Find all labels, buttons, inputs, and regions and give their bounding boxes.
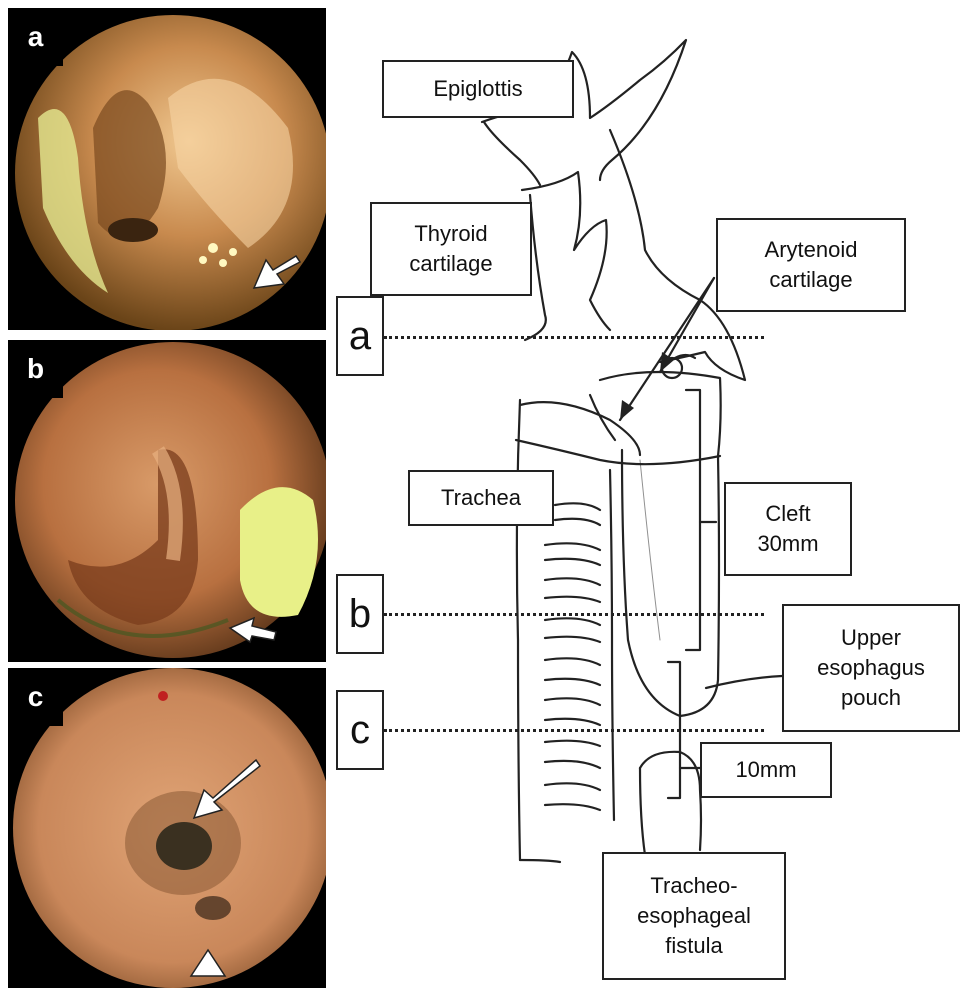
label-epiglottis-text: Epiglottis — [433, 74, 522, 104]
label-cleft-line2: 30mm — [757, 529, 818, 559]
level-marker-b: b — [336, 574, 384, 654]
label-arytenoid-line2: cartilage — [769, 265, 852, 295]
label-10mm-text: 10mm — [735, 755, 796, 785]
label-tef-line1: Tracheo- — [650, 871, 737, 901]
label-tef-line3: fistula — [665, 931, 722, 961]
label-arytenoid-line1: Arytenoid — [765, 235, 858, 265]
label-trachea: Trachea — [408, 470, 554, 526]
level-line-b — [384, 613, 764, 616]
label-upper-esophagus-pouch: Upper esophagus pouch — [782, 604, 960, 732]
label-upper-line2: esophagus — [817, 653, 925, 683]
level-marker-a: a — [336, 296, 384, 376]
label-trachea-text: Trachea — [441, 483, 521, 513]
level-line-c — [384, 729, 764, 732]
label-epiglottis: Epiglottis — [382, 60, 574, 118]
label-10mm: 10mm — [700, 742, 832, 798]
label-arytenoid-cartilage: Arytenoid cartilage — [716, 218, 906, 312]
label-thyroid-cartilage: Thyroid cartilage — [370, 202, 532, 296]
label-cleft-line1: Cleft — [765, 499, 810, 529]
label-cleft: Cleft 30mm — [724, 482, 852, 576]
label-upper-line3: pouch — [841, 683, 901, 713]
label-tef-line2: esophageal — [637, 901, 751, 931]
level-line-a — [384, 336, 764, 339]
label-thyroid-line1: Thyroid — [414, 219, 487, 249]
label-upper-line1: Upper — [841, 623, 901, 653]
label-thyroid-line2: cartilage — [409, 249, 492, 279]
label-tracheoesophageal-fistula: Tracheo- esophageal fistula — [602, 852, 786, 980]
level-marker-c: c — [336, 690, 384, 770]
